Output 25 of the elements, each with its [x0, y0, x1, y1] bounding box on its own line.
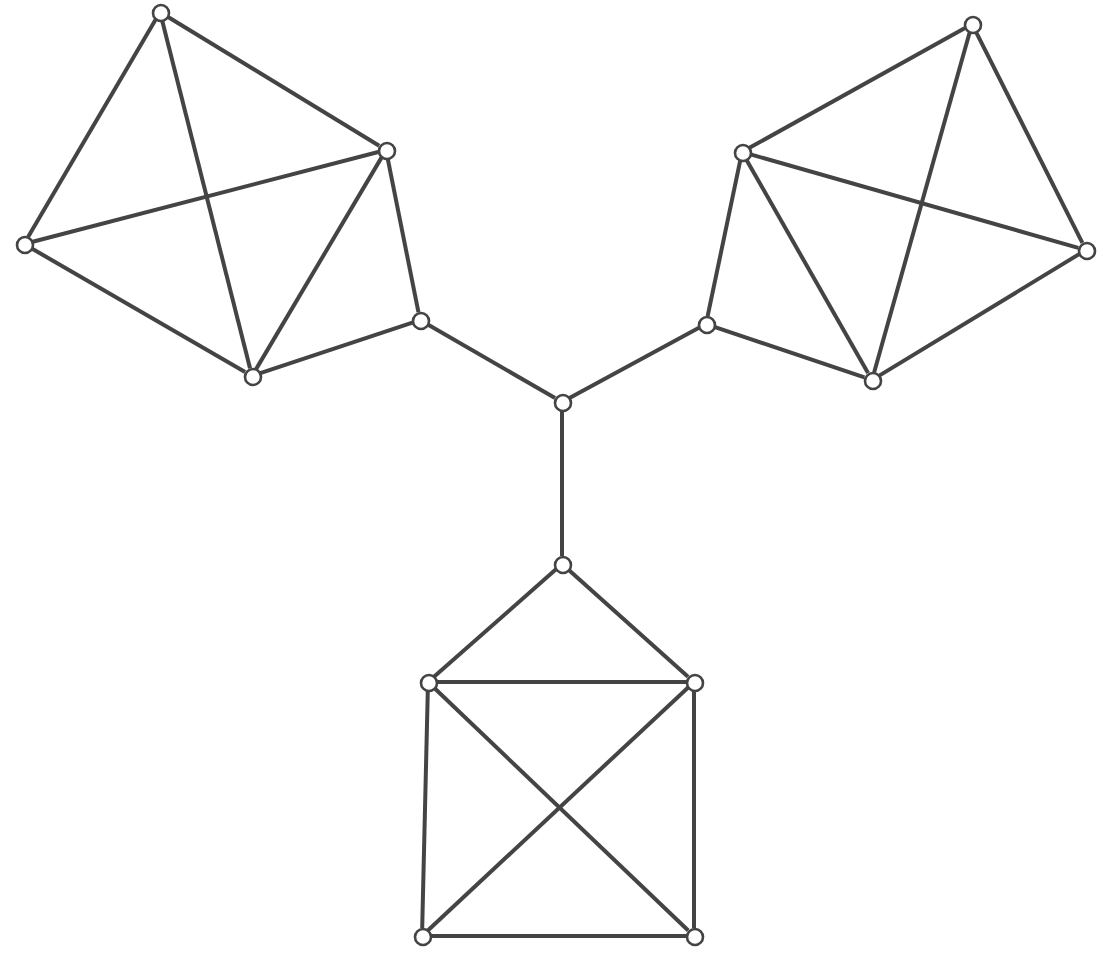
graph-edge — [425, 322, 557, 400]
graph-edge — [258, 320, 414, 376]
graph-edge — [749, 152, 1079, 250]
graph-edge — [568, 326, 700, 400]
graph-edge — [705, 159, 743, 317]
graph-edge — [29, 246, 247, 374]
graph-edge — [26, 17, 158, 239]
graph-edge — [31, 150, 379, 244]
graph-edge — [566, 567, 690, 679]
graph-edge — [160, 19, 252, 369]
graph-edge — [692, 690, 696, 928]
graph-edge — [165, 14, 381, 148]
graph-edge — [420, 689, 430, 929]
graph-edge — [254, 155, 384, 371]
graph-edge — [432, 567, 558, 679]
graph-edge — [973, 30, 1085, 244]
graph-edge — [877, 252, 1081, 378]
graph-edge — [748, 26, 966, 150]
graph-edge — [744, 157, 870, 375]
graph-edge — [872, 31, 972, 373]
graph-edge — [385, 157, 421, 313]
graph-edge — [560, 410, 564, 556]
graph-edge — [712, 324, 866, 380]
graph-edge — [430, 934, 686, 938]
graph-edge — [436, 680, 686, 684]
